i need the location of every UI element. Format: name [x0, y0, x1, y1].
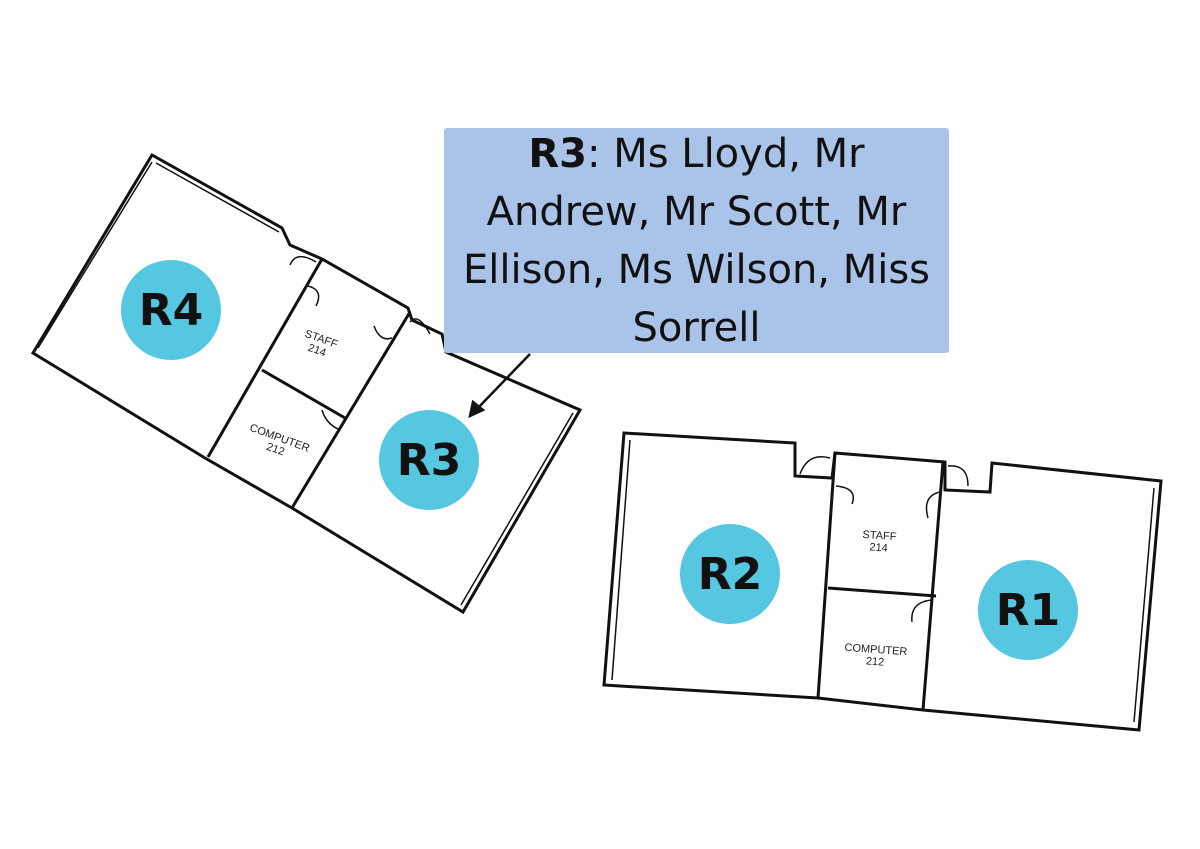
- wall-r2-staff: [816, 452, 837, 699]
- room-badge-r1: R1: [978, 560, 1078, 660]
- right-computer-label: COMPUTER 212: [843, 642, 908, 670]
- door-computer: [321, 409, 341, 431]
- wall-staff-r1: [921, 461, 945, 711]
- door-r3: [409, 318, 431, 335]
- door-staff: [307, 285, 320, 307]
- door-r2: [799, 456, 831, 475]
- callout-arrow: [468, 353, 531, 419]
- callout-staff-list: Ms Lloyd, Mr Andrew, Mr Scott, Mr Elliso…: [462, 130, 931, 351]
- wall-staff-r3: [290, 311, 412, 509]
- wall-staff-computer: [261, 368, 346, 420]
- door-computer-right: [911, 599, 933, 623]
- right-building-inner-outline: [611, 439, 1155, 723]
- right-building-outline: [602, 431, 1163, 732]
- right-staff-label: STAFF 214: [861, 529, 897, 555]
- door-r4: [289, 256, 317, 266]
- r3-staff-callout: R3: Ms Lloyd, Mr Andrew, Mr Scott, Mr El…: [444, 128, 949, 353]
- door-r1: [947, 465, 969, 487]
- left-building-inner-outline: [37, 161, 574, 606]
- right-staff-number: 214: [869, 541, 889, 555]
- callout-room: R3: [528, 130, 588, 177]
- door-staff-right: [373, 325, 393, 340]
- wall-staff-computer-right: [827, 586, 937, 598]
- callout-text: R3: Ms Lloyd, Mr Andrew, Mr Scott, Mr El…: [458, 125, 935, 357]
- room-badge-r3: R3: [379, 410, 479, 510]
- door-staff-left: [835, 485, 854, 505]
- room-badge-r2: R2: [680, 524, 780, 624]
- right-building: [602, 431, 1163, 732]
- room-badge-r4: R4: [121, 260, 221, 360]
- door-staff-right-r: [925, 491, 941, 519]
- callout-separator: :: [587, 130, 601, 177]
- wall-r4-staff: [206, 258, 324, 458]
